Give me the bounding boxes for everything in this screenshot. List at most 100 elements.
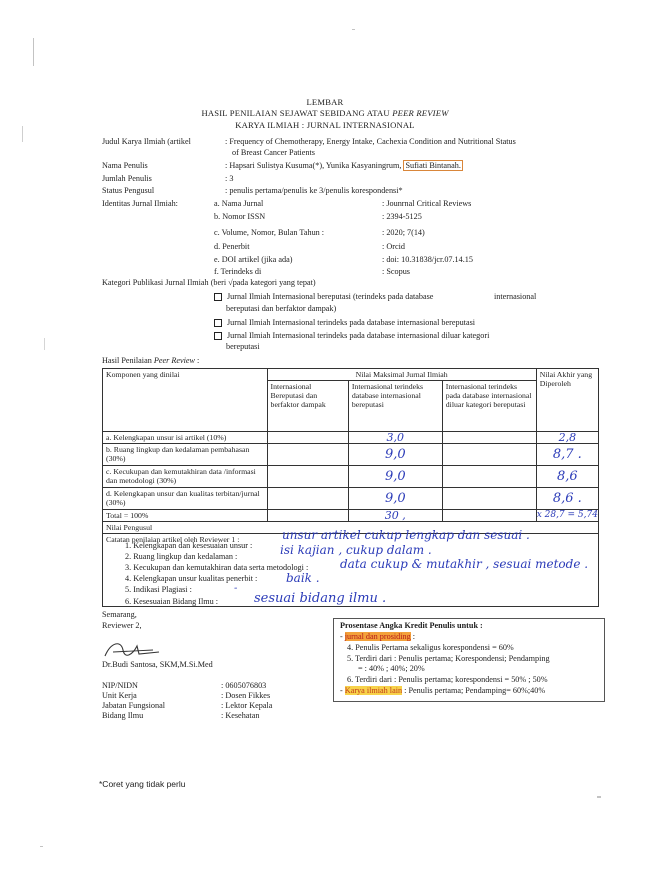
scan-mark xyxy=(597,796,601,798)
scan-mark xyxy=(352,29,355,30)
handwritten-note: data cukup & mutakhir , sesuai metode . xyxy=(340,557,589,571)
identitas-item-label: f. Terindeks di xyxy=(214,267,262,276)
catatan-row: Catatan penilaian artikel oleh Reviewer … xyxy=(102,533,599,607)
checkbox[interactable] xyxy=(214,319,222,328)
cell-empty xyxy=(441,465,537,488)
kategori-option-text: Jurnal Ilmiah Internasional bereputasi (… xyxy=(227,292,434,301)
doc-title: LEMBAR xyxy=(306,97,344,107)
table-row: a. Kelengkapan unsur isi artikel (10%) 3… xyxy=(102,431,600,444)
table-row: c. Kecukupan dan kemutakhiran data /info… xyxy=(102,465,600,488)
nip-value: : 0605076803 xyxy=(221,681,267,690)
row-max: 9,0 xyxy=(347,465,443,488)
table-header-row: Internasional Bereputasi dan berfaktor d… xyxy=(103,380,599,432)
status-label: Status Pengusul xyxy=(102,186,155,195)
header-intl-2: Internasional terindeks database interna… xyxy=(347,380,443,432)
kredit-box xyxy=(333,618,605,702)
nama-authors: : Hapsari Sulistya Kusuma(*), Yunika Kas… xyxy=(225,161,404,170)
kredit-item-1: - jurnal dan prosiding : xyxy=(340,632,416,641)
jumlah-value: : 3 xyxy=(225,174,234,183)
header-intl-1: Internasional Bereputasi dan berfaktor d… xyxy=(266,380,349,432)
signature-role: Reviewer 2, xyxy=(102,621,142,630)
caption-italic: Peer Review xyxy=(153,356,195,365)
checkbox[interactable] xyxy=(214,293,222,302)
table-caption: Hasil Penilaian Peer Review : xyxy=(102,356,199,366)
identitas-item-value: : Orcid xyxy=(382,242,405,251)
identitas-item-label: d. Penerbit xyxy=(214,242,250,251)
kredit-highlight: jurnal dan prosiding xyxy=(344,632,411,641)
table-header-row: Komponen yang dinilai Nilai Maksimal Jur… xyxy=(102,368,600,432)
kategori-option-1-cont-2: bereputasi dan berfaktor dampak) xyxy=(226,304,337,313)
row-label: c. Kecukupan dan kemutakhiran data /info… xyxy=(102,465,268,488)
handwritten-note: isi kajian , cukup dalam . xyxy=(280,543,432,557)
nip-label: NIP/NIDN xyxy=(102,681,138,690)
header-intl-3: Internasional terindeks pada database in… xyxy=(441,380,537,432)
nama-value: : Hapsari Sulistya Kusuma(*), Yunika Kas… xyxy=(225,160,463,171)
catatan-label: Catatan penilaian artikel oleh Reviewer … xyxy=(106,535,240,544)
judul-label: Judul Karya Ilmiah (artikel xyxy=(102,137,191,146)
cell-empty xyxy=(441,443,537,466)
checkbox[interactable] xyxy=(214,332,222,341)
cell-empty xyxy=(266,465,349,488)
header-nilai-maks: Nilai Maksimal Jurnal Ilmiah xyxy=(266,368,537,381)
row-akhir: 8,6 xyxy=(535,465,600,488)
kredit-highlight: Karya ilmiah lain xyxy=(344,686,403,695)
identitas-item-value: : 2394-5125 xyxy=(382,212,422,221)
kategori-option-1: Jurnal Ilmiah Internasional bereputasi (… xyxy=(214,292,433,302)
row-label: d. Kelengkapan unsur dan kualitas terbit… xyxy=(102,487,268,510)
cell-empty xyxy=(441,509,537,522)
signature-name: Dr.Budi Santosa, SKM,M.Si.Med xyxy=(102,660,213,669)
cell-empty xyxy=(441,431,537,444)
kategori-option-3-cont: bereputasi xyxy=(226,342,260,351)
cell-empty xyxy=(266,443,349,466)
identitas-item-label: b. Nomor ISSN xyxy=(214,212,266,221)
identitas-item-label: c. Volume, Nomor, Bulan Tahun : xyxy=(214,228,325,237)
jumlah-label: Jumlah Penulis xyxy=(102,174,152,183)
doc-subtitle: HASIL PENILAIAN SEJAWAT SEBIDANG ATAU PE… xyxy=(0,108,650,119)
nama-label: Nama Penulis xyxy=(102,161,148,170)
kredit-item-2: - Karya ilmiah lain : Penulis pertama; P… xyxy=(340,686,546,695)
table-row-total: Total = 100% 30 , x 28,7 = 5,74 xyxy=(102,509,600,522)
caption-suffix: : xyxy=(195,356,200,365)
signature-city: Semarang, xyxy=(102,610,137,619)
table-row: d. Kelengkapan unsur dan kualitas terbit… xyxy=(102,487,600,510)
kredit-title: Prosentase Angka Kredit Penulis untuk : xyxy=(340,621,483,630)
row-akhir: 8,6 . xyxy=(535,487,600,510)
catatan-item: 4. Kelengkapan unsur kualitas penerbit : xyxy=(125,574,258,583)
footnote: *Coret yang tidak perlu xyxy=(99,779,186,789)
row-max: 9,0 xyxy=(347,443,443,466)
row-max: 30 , xyxy=(347,509,443,522)
judul-value: : Frequency of Chemotherapy, Energy Inta… xyxy=(225,137,516,146)
kategori-option-text: Jurnal Ilmiah Internasional terindeks pa… xyxy=(227,331,490,340)
header-nilai-akhir: Nilai Akhir yang Diperoleh xyxy=(535,368,600,432)
caption-text: Hasil Penilaian xyxy=(102,356,154,365)
unit-label: Unit Kerja xyxy=(102,691,137,700)
identitas-label: Identitas Jurnal Ilmiah: xyxy=(102,199,178,208)
header-komponen: Komponen yang dinilai xyxy=(102,368,268,432)
status-value: : penulis pertama/penulis ke 3/penulis k… xyxy=(225,186,403,195)
kategori-option-3: Jurnal Ilmiah Internasional terindeks pa… xyxy=(214,331,489,341)
jabatan-label: Jabatan Fungsional xyxy=(102,701,165,710)
cell-empty xyxy=(266,509,349,522)
kredit-line: 6. Terdiri dari : Penulis pertama; kores… xyxy=(347,675,548,684)
cell-empty xyxy=(441,487,537,510)
identitas-item-label: e. DOI artikel (jika ada) xyxy=(214,255,293,264)
identitas-item-value: : Scopus xyxy=(382,267,410,276)
kategori-label: Kategori Publikasi Jurnal Ilmiah (beri √… xyxy=(102,278,316,287)
subtitle-text: HASIL PENILAIAN SEJAWAT SEBIDANG ATAU xyxy=(201,108,393,118)
row-akhir: 8,7 . xyxy=(535,443,600,466)
kredit-line: 5. Terdiri dari : Penulis pertama; Kores… xyxy=(347,654,550,663)
table-row: b. Ruang lingkup dan kedalaman pembahasa… xyxy=(102,443,600,466)
jabatan-value: : Lektor Kepala xyxy=(221,701,273,710)
handwritten-note: - xyxy=(234,583,238,594)
row-akhir: 2,8 xyxy=(535,431,600,444)
identitas-item-label: a. Nama Jurnal xyxy=(214,199,264,208)
identitas-item-value: : 2020; 7(14) xyxy=(382,228,425,237)
kredit-line: Penulis pertama; Pendamping= 60%;40% xyxy=(408,686,546,695)
catatan-cell: Catatan penilaian artikel oleh Reviewer … xyxy=(102,533,599,607)
kategori-option-2: Jurnal Ilmiah Internasional terindeks pa… xyxy=(214,318,475,328)
identitas-item-value: : doi: 10.31838/jcr.07.14.15 xyxy=(382,255,473,264)
subtitle-italic: PEER REVIEW xyxy=(392,108,449,118)
highlighted-author: Sufiati Bintanah. xyxy=(403,160,463,171)
handwritten-note: unsur artikel cukup lengkap dan sesuai . xyxy=(282,528,530,542)
signature-scribble xyxy=(104,643,160,657)
